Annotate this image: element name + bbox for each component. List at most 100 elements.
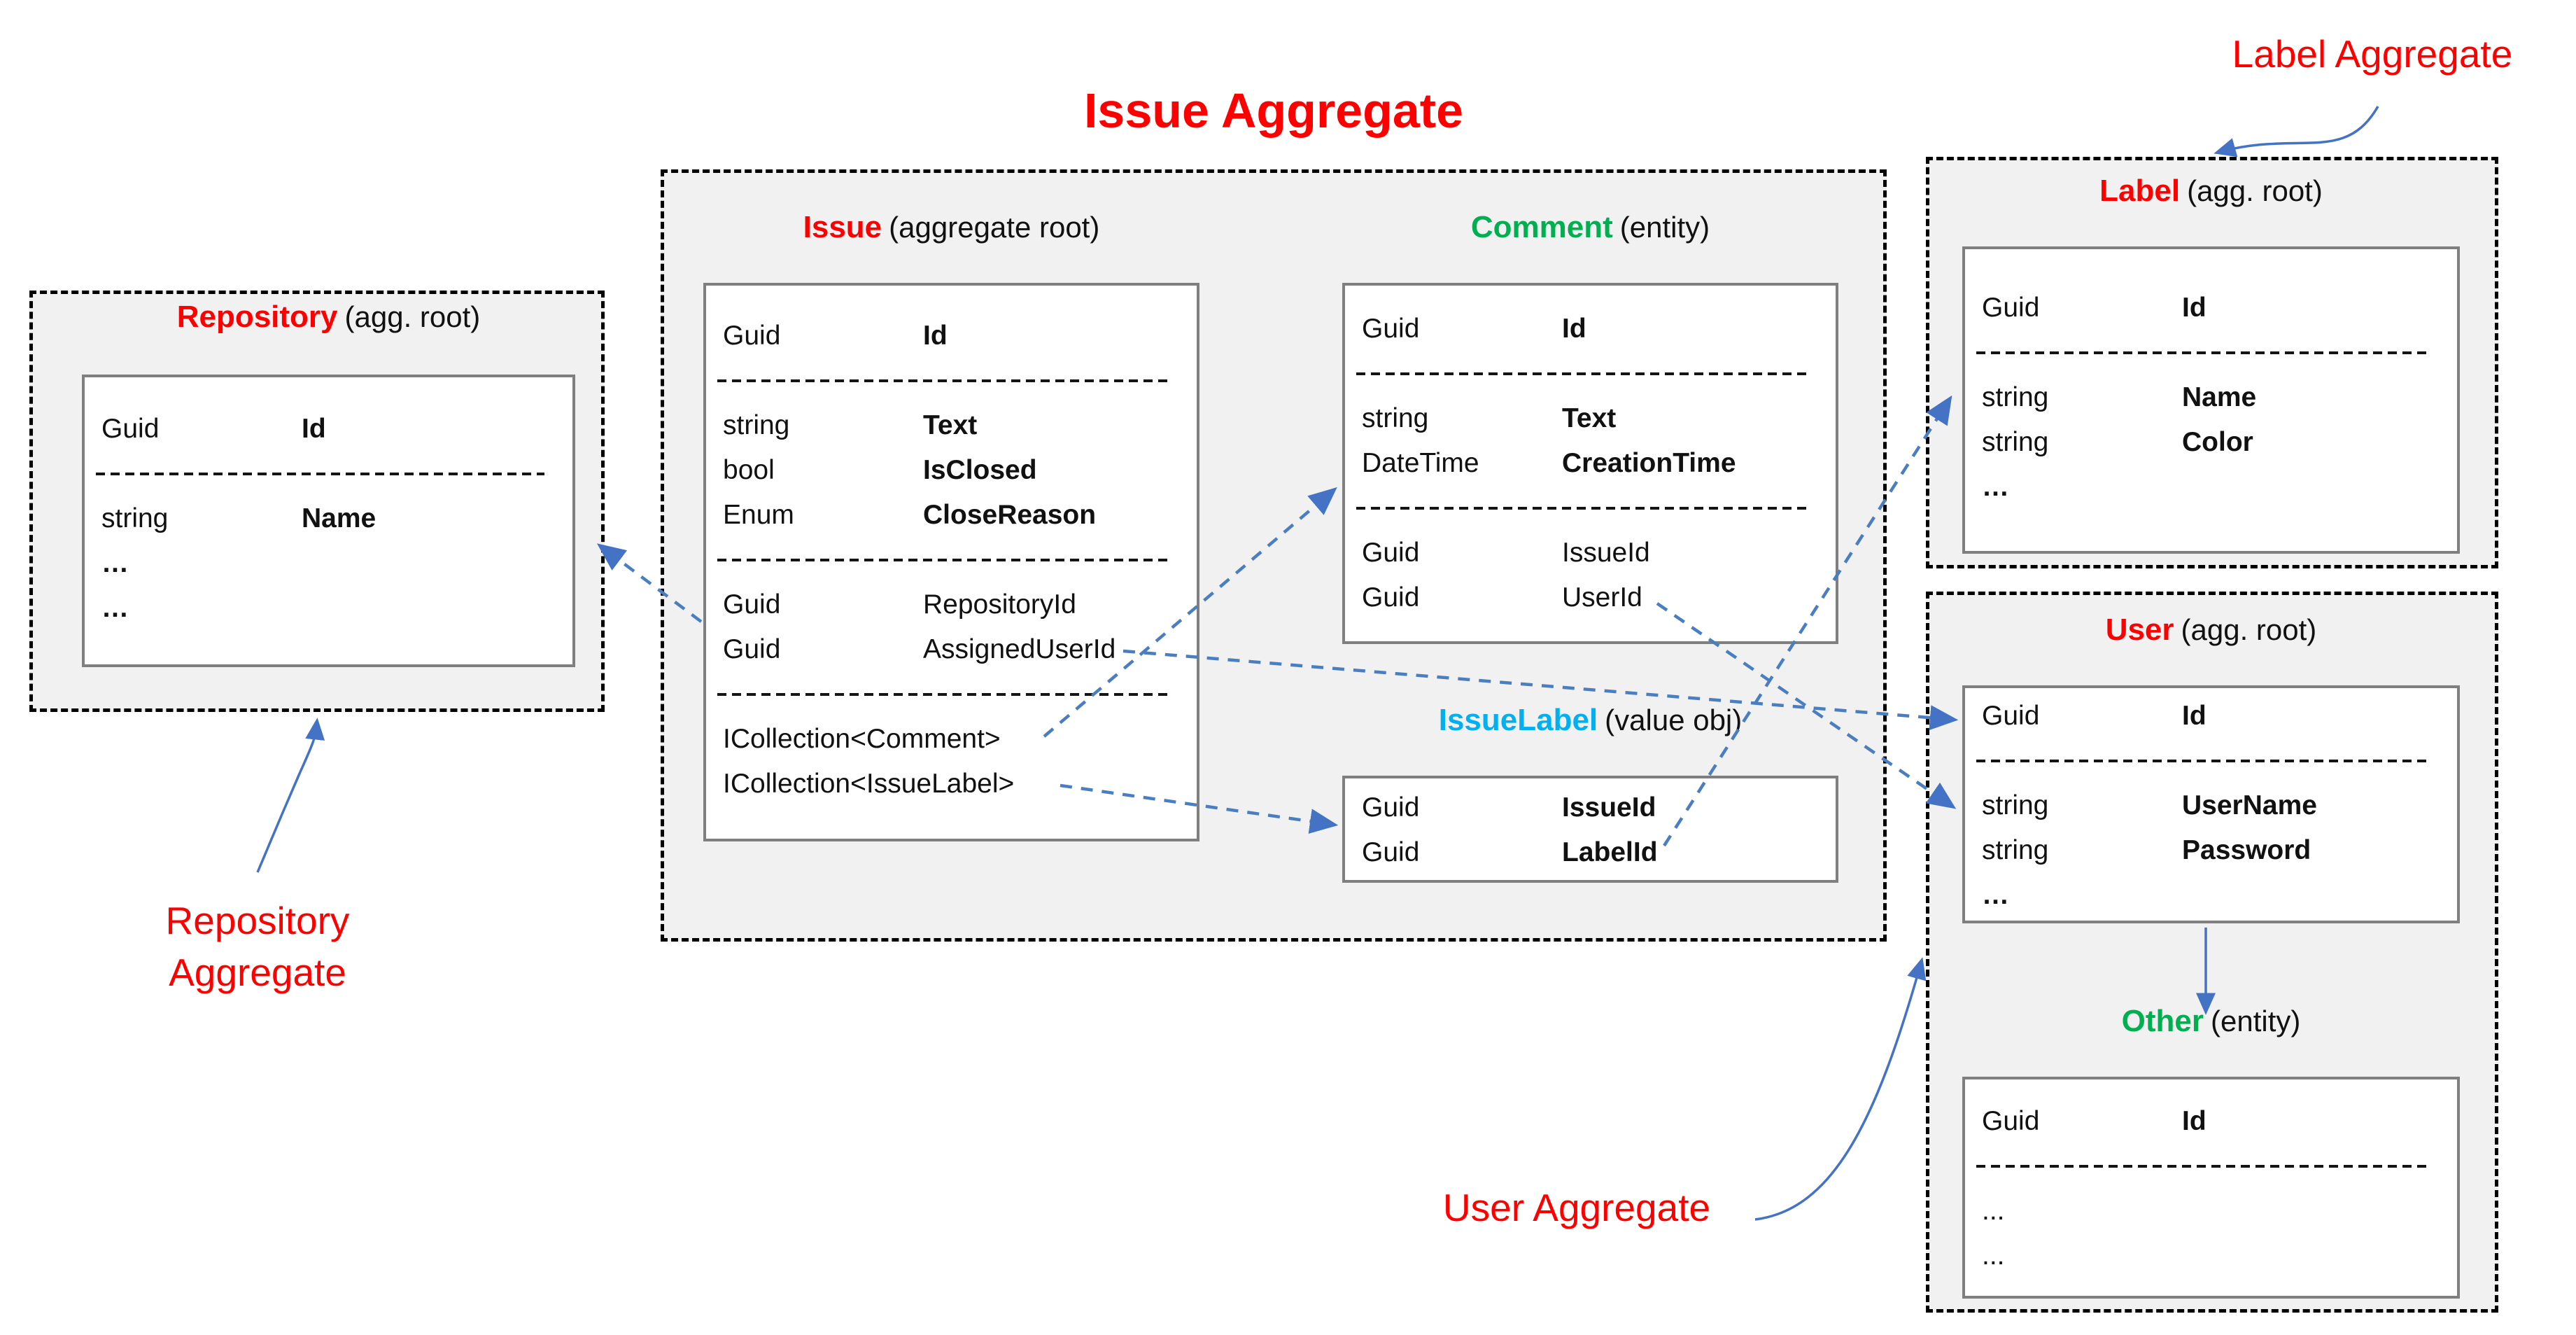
user-entity-name: User xyxy=(2105,613,2174,647)
field-separator xyxy=(1965,739,2457,783)
ellipsis: … xyxy=(101,593,129,623)
ellipsis-row: … xyxy=(85,586,572,631)
field-type: string xyxy=(723,410,790,440)
field-row: string Text xyxy=(1345,396,1836,441)
field-separator xyxy=(1345,351,1836,396)
repository-aggregate-label: Repository Aggregate xyxy=(118,895,397,998)
field-row: Guid Id xyxy=(1965,694,2457,739)
user-entity-title: User(agg. root) xyxy=(1962,613,2460,648)
ellipsis: ... xyxy=(1982,1196,2005,1226)
field-type: Guid xyxy=(723,589,781,620)
ellipsis-row: … xyxy=(1965,873,2457,918)
field-separator xyxy=(1345,486,1836,531)
issuelabel-entity-kind: (value obj) xyxy=(1605,704,1743,736)
other-entity-title: Other(entity) xyxy=(1962,1004,2460,1039)
field-row: string Name xyxy=(85,496,572,541)
field-name: IsClosed xyxy=(923,455,1037,485)
user-entity-box: Guid Id string UserName string Password … xyxy=(1962,685,2460,923)
field-row: string Password xyxy=(1965,828,2457,873)
field-type: Guid xyxy=(1982,1106,2040,1136)
field-type: DateTime xyxy=(1362,448,1479,478)
field-row: string UserName xyxy=(1965,783,2457,828)
field-separator xyxy=(706,672,1197,717)
field-name: Name xyxy=(302,503,376,533)
arrow-user-aggregate-annotation xyxy=(1754,957,1927,1221)
field-type: Guid xyxy=(1362,792,1420,823)
label-entity-name: Label xyxy=(2099,174,2181,208)
field-type: string xyxy=(101,503,169,533)
arrow-repository-aggregate-annotation xyxy=(256,718,325,873)
issue-entity-kind: (aggregate root) xyxy=(889,211,1100,244)
field-row: Guid Id xyxy=(1965,286,2457,330)
repository-entity-name: Repository xyxy=(176,300,338,334)
repository-entity-box: Guid Id string Name … … xyxy=(82,375,575,667)
field-row: Guid RepositoryId xyxy=(706,582,1197,627)
field-type: bool xyxy=(723,455,775,485)
issuelabel-entity-name: IssueLabel xyxy=(1438,703,1598,737)
field-name: UserId xyxy=(1562,582,1642,613)
field-name: Text xyxy=(923,410,978,440)
field-type: string xyxy=(1982,835,2049,865)
comment-entity-name: Comment xyxy=(1470,210,1613,244)
field-separator xyxy=(706,538,1197,582)
ellipsis-row: … xyxy=(1965,465,2457,510)
field-type: Guid xyxy=(1982,701,2040,731)
repository-entity-title: Repository(agg. root) xyxy=(82,300,575,335)
collection-field: ICollection<Comment> xyxy=(723,724,1001,754)
field-name: LabelId xyxy=(1562,837,1658,867)
ellipsis: … xyxy=(1982,472,2009,502)
ellipsis-row: ... xyxy=(1965,1233,2457,1278)
repository-aggregate-label-line1: Repository xyxy=(165,899,350,942)
field-name: IssueId xyxy=(1562,538,1650,568)
field-row: string Color xyxy=(1965,420,2457,465)
ellipsis: ... xyxy=(1982,1240,2005,1271)
field-separator xyxy=(1965,1144,2457,1189)
user-entity-kind: (agg. root) xyxy=(2181,613,2317,646)
field-type: string xyxy=(1362,403,1429,433)
field-row: string Name xyxy=(1965,375,2457,420)
field-name: Id xyxy=(923,321,948,351)
field-row: Guid Id xyxy=(1345,307,1836,351)
field-type: Guid xyxy=(723,321,781,351)
comment-entity-box: Guid Id string Text DateTime CreationTim… xyxy=(1342,283,1838,644)
field-type: Guid xyxy=(723,634,781,664)
field-row: Guid Id xyxy=(706,314,1197,358)
field-name: RepositoryId xyxy=(923,589,1076,620)
ellipsis: … xyxy=(1982,880,2009,910)
field-separator xyxy=(85,452,572,496)
field-name: Id xyxy=(302,414,326,444)
label-entity-box: Guid Id string Name string Color … xyxy=(1962,246,2460,554)
ellipsis-row: … xyxy=(85,541,572,586)
arrow-label-aggregate-annotation xyxy=(2213,106,2379,158)
field-name: Password xyxy=(2182,835,2311,865)
field-type: Guid xyxy=(101,414,160,444)
issue-entity-title: Issue(aggregate root) xyxy=(703,210,1199,245)
field-row: Guid Id xyxy=(1965,1099,2457,1144)
comment-entity-kind: (entity) xyxy=(1619,211,1710,244)
other-entity-name: Other xyxy=(2121,1004,2204,1038)
field-name: Id xyxy=(1562,314,1586,344)
field-name: UserName xyxy=(2182,790,2317,820)
field-row: Guid AssignedUserId xyxy=(706,627,1197,672)
field-name: Id xyxy=(2182,1106,2207,1136)
comment-entity-title: Comment(entity) xyxy=(1342,210,1838,245)
field-type: Enum xyxy=(723,500,794,530)
field-row: Guid Id xyxy=(85,407,572,452)
field-type: Guid xyxy=(1362,837,1420,867)
field-separator xyxy=(1965,330,2457,375)
issue-entity-name: Issue xyxy=(803,210,882,244)
field-row: Guid IssueId xyxy=(1345,785,1836,830)
field-row: DateTime CreationTime xyxy=(1345,441,1836,486)
issuelabel-entity-title: IssueLabel(value obj) xyxy=(1342,703,1838,738)
field-name: IssueId xyxy=(1562,792,1656,823)
field-name: CloseReason xyxy=(923,500,1097,530)
collection-row: ICollection<Comment> xyxy=(706,717,1197,762)
field-type: Guid xyxy=(1362,314,1420,344)
field-name: Name xyxy=(2182,382,2257,412)
field-name: Id xyxy=(2182,293,2207,323)
issuelabel-entity-box: Guid IssueId Guid LabelId xyxy=(1342,776,1838,883)
label-entity-kind: (agg. root) xyxy=(2187,174,2323,207)
issue-aggregate-title: Issue Aggregate xyxy=(1083,83,1464,138)
field-row: string Text xyxy=(706,403,1197,448)
